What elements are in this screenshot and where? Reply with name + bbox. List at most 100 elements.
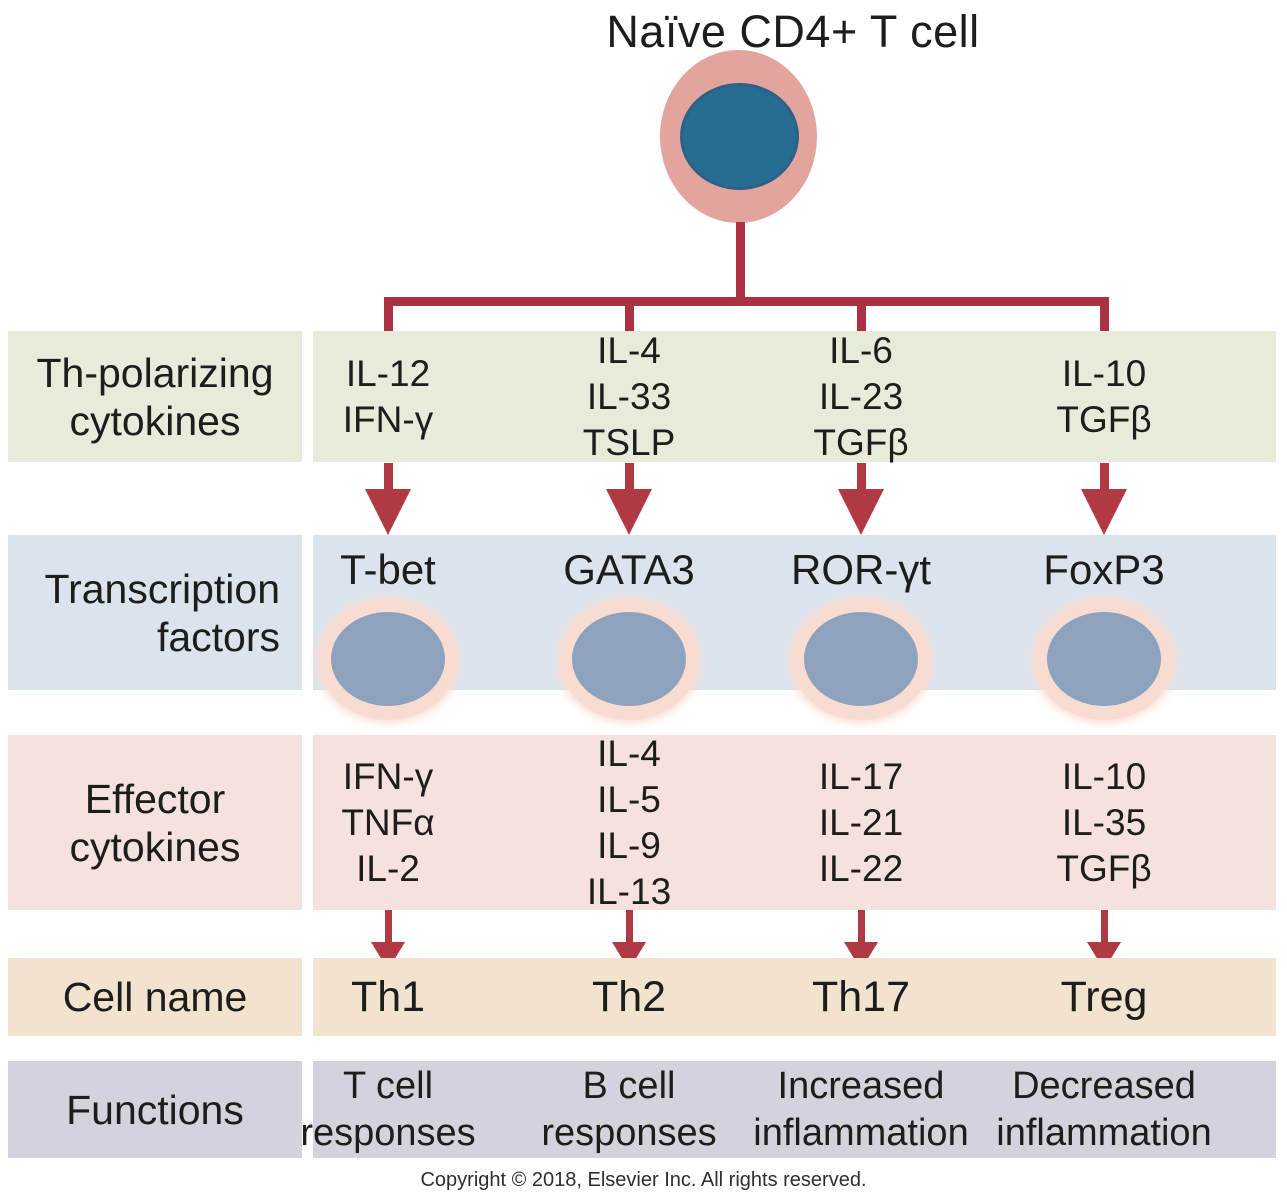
down-arrow-icon [838, 489, 884, 535]
cell-name: Th2 [591, 973, 667, 1021]
cytokine: TNFα [341, 801, 435, 843]
tree-branch-line [1100, 303, 1109, 333]
cytokine: IL-33 [586, 375, 672, 417]
tree-branch-line [384, 303, 393, 333]
function-th1: T cell responses [268, 1061, 508, 1158]
cytokine: IL-12 [345, 352, 431, 394]
row-label-polarizing-cytokines: Th-polarizing cytokines [8, 331, 302, 462]
polarizing-cytokines-th1: IL-12 IFN-γ [268, 331, 508, 462]
cytokine: TSLP [582, 421, 676, 463]
cytokine: IL-10 [1061, 755, 1147, 797]
cell-name: Th17 [811, 973, 910, 1021]
cytokine: IL-5 [597, 778, 661, 820]
function-th17: Increased inflammation [741, 1061, 981, 1158]
row-label-line: Effector [84, 775, 226, 822]
row-label-line: Cell name [62, 974, 248, 1020]
effector-cytokines-treg: IL-10 IL-35 TGFβ [984, 735, 1224, 910]
down-arrow-icon [1100, 463, 1109, 491]
row-label-effector-cytokines: Effector cytokines [8, 735, 302, 910]
effector-cytokines-th17: IL-17 IL-21 IL-22 [741, 735, 981, 910]
cytokine: IL-4 [597, 732, 661, 774]
function-line: Decreased [1012, 1064, 1196, 1107]
function-line: responses [300, 1111, 476, 1154]
cell-name: Treg [1060, 973, 1148, 1021]
row-label-line: Functions [66, 1086, 244, 1133]
transcription-factor-rorgt: ROR-γt [791, 546, 931, 593]
cell-name: Th1 [350, 973, 426, 1021]
down-arrow-icon [858, 910, 865, 944]
th17-cell-icon [792, 600, 930, 720]
cytokine: IL-6 [829, 329, 893, 371]
function-line: Increased [777, 1064, 945, 1107]
row-label-transcription-factors: Transcription factors [8, 535, 302, 690]
cytokine: IL-21 [818, 801, 904, 843]
cell-name-th17: Th17 [741, 958, 981, 1036]
cytokine: IL-35 [1061, 801, 1147, 843]
cytokine: IL-9 [597, 824, 661, 866]
cell-body-icon [1047, 612, 1161, 706]
cytokine: IL-22 [818, 847, 904, 889]
cell-body-icon [572, 612, 686, 706]
band-effector-cytokines [313, 735, 1276, 910]
function-line: inflammation [753, 1111, 969, 1154]
cytokine: IL-23 [818, 375, 904, 417]
naive-cd4-t-cell-icon [660, 50, 817, 223]
down-arrow-icon [626, 910, 633, 944]
treg-cell-icon [1035, 600, 1173, 720]
polarizing-cytokines-th2: IL-4 IL-33 TSLP [509, 329, 749, 463]
function-treg: Decreased inflammation [984, 1061, 1224, 1158]
transcription-factor-gata3: GATA3 [563, 546, 695, 593]
tree-branch-line [625, 303, 634, 333]
cytokine: IL-4 [597, 329, 661, 371]
transcription-factor-foxp3: FoxP3 [1043, 546, 1165, 593]
th2-cell-icon [560, 600, 698, 720]
down-arrow-icon [385, 910, 392, 944]
row-label-line: Transcription [44, 565, 280, 612]
tree-horizontal-line [384, 297, 1109, 306]
effector-cytokines-th2: IL-4 IL-5 IL-9 IL-13 [509, 733, 749, 912]
down-arrow-icon [625, 463, 634, 491]
cytokine: IL-13 [586, 870, 672, 912]
effector-cytokines-th1: IFN-γ TNFα IL-2 [268, 735, 508, 910]
tree-stem-line [736, 222, 745, 304]
function-line: responses [541, 1111, 717, 1154]
cell-name-th1: Th1 [268, 958, 508, 1036]
function-th2: B cell responses [509, 1061, 749, 1158]
cytokine: IL-10 [1061, 352, 1147, 394]
row-label-functions: Functions [8, 1061, 302, 1158]
row-label-line: cytokines [69, 823, 241, 870]
row-label-line: factors [156, 613, 280, 660]
copyright-notice: Copyright © 2018, Elsevier Inc. All righ… [420, 1169, 867, 1191]
function-line: T cell [342, 1064, 434, 1107]
row-label-cell-name: Cell name [8, 958, 302, 1036]
polarizing-cytokines-th17: IL-6 IL-23 TGFβ [741, 329, 981, 463]
page-title: Naïve CD4+ T cell [606, 6, 980, 57]
down-arrow-icon [384, 463, 393, 491]
function-line: B cell [582, 1064, 676, 1107]
row-label-line: Th-polarizing [36, 349, 274, 396]
cell-body-icon [331, 612, 445, 706]
cytokine: IFN-γ [342, 755, 434, 797]
down-arrow-icon [1101, 910, 1108, 944]
band-polarizing-cytokines [313, 331, 1276, 462]
polarizing-cytokines-treg: IL-10 TGFβ [984, 331, 1224, 462]
function-line: inflammation [996, 1111, 1212, 1154]
transcription-factor-tbet: T-bet [340, 546, 436, 593]
down-arrow-icon [857, 463, 866, 491]
down-arrow-icon [365, 489, 411, 535]
band-cell-name [313, 958, 1276, 1036]
cytokine: TGFβ [813, 421, 909, 463]
down-arrow-icon [606, 489, 652, 535]
cell-name-treg: Treg [984, 958, 1224, 1036]
th1-cell-icon [319, 600, 457, 720]
tree-branch-line [857, 303, 866, 333]
cell-name-th2: Th2 [509, 958, 749, 1036]
cell-body-icon [804, 612, 918, 706]
cytokine: IL-2 [356, 847, 420, 889]
cytokine: TGFβ [1056, 847, 1152, 889]
down-arrow-icon [1081, 489, 1127, 535]
row-label-line: cytokines [69, 397, 241, 444]
cytokine: IL-17 [818, 755, 904, 797]
naive-cell-nucleus-icon [680, 83, 799, 190]
